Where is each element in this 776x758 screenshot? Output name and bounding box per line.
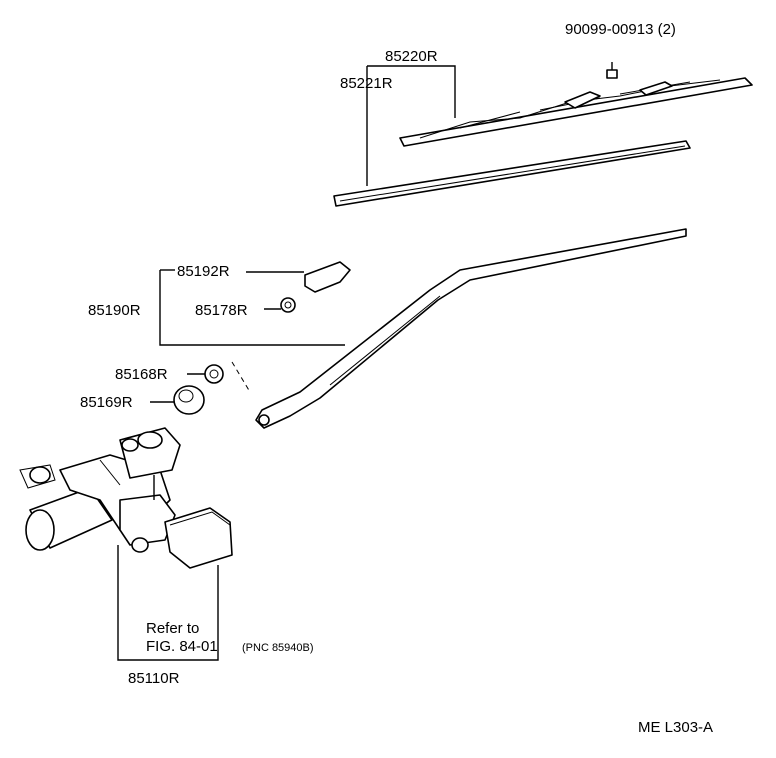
label-blade-assembly: 85220R bbox=[385, 48, 438, 65]
nut-part bbox=[204, 364, 224, 384]
arm-nut bbox=[280, 297, 296, 313]
bolt-part bbox=[606, 62, 618, 79]
wiper-blade-rubber bbox=[333, 140, 691, 207]
label-arm-assembly: 85190R bbox=[88, 302, 141, 319]
note-pnc: (PNC 85940B) bbox=[242, 642, 314, 654]
arm-cap bbox=[304, 261, 351, 293]
label-blade-rubber: 85221R bbox=[340, 75, 393, 92]
wiper-arm bbox=[255, 228, 687, 429]
part-labels: 90099-00913 (2) 85220R 85221R 85192R 851… bbox=[80, 21, 713, 736]
label-arm-nut: 85178R bbox=[195, 302, 248, 319]
leader-lines bbox=[117, 65, 456, 661]
note-line1: Refer to bbox=[146, 620, 199, 637]
label-bolt: 90099-00913 (2) bbox=[565, 21, 676, 38]
note-line2: FIG. 84-01 bbox=[146, 638, 218, 655]
wiper-blade-assembly bbox=[399, 77, 753, 147]
label-motor: 85110R bbox=[128, 670, 180, 687]
label-nut: 85168R bbox=[115, 366, 168, 383]
label-cap: 85192R bbox=[177, 263, 230, 280]
wiper-motor bbox=[19, 427, 233, 569]
diagram-code: ME L303-A bbox=[638, 719, 713, 736]
label-cushion: 85169R bbox=[80, 394, 133, 411]
cushion-part bbox=[173, 385, 205, 415]
